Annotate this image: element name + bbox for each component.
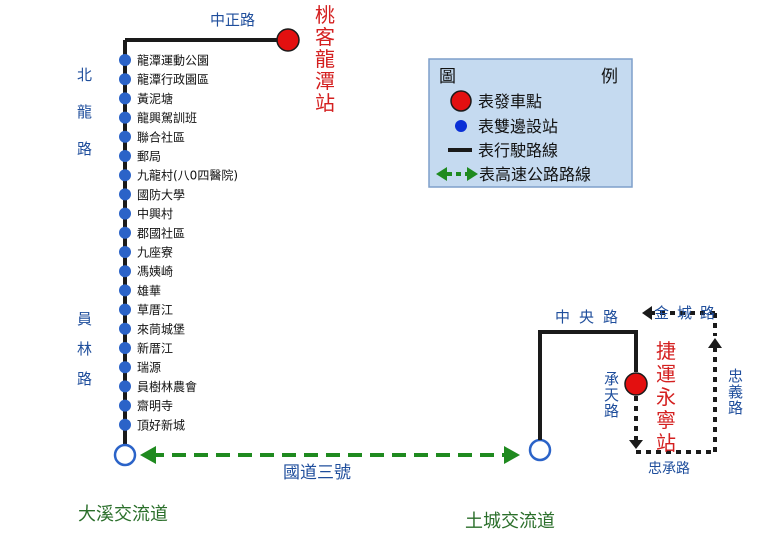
road-top-label: 中正路 [210,11,255,29]
stop-label: 郡國社區 [137,225,185,240]
interchange-right-label: 土城交流道 [465,511,555,532]
stop-marker [119,92,131,105]
stop-marker [119,73,131,86]
south-terminal-label: 捷運永寧站 [656,339,676,455]
stop-label: 瑞源 [137,361,161,375]
stop-label: 來茼城堡 [137,321,185,336]
highway-arrow-left-icon [140,446,156,464]
stop-label: 中興村 [137,206,173,221]
stop-marker [119,342,131,354]
right-route-solid [538,330,638,440]
road-jincheng-label: 金城路 [654,304,715,322]
stop-label: 齋明寺 [137,398,173,413]
stop-marker [119,111,131,124]
stop-marker [119,265,131,278]
stop-label: 龍潭行政園區 [137,72,209,87]
stop-label: 九龍村(八0四醫院) [137,168,238,183]
north-terminal-label: 桃客龍潭站 [315,3,335,115]
stop-marker [119,418,131,431]
stop-dots [119,54,131,431]
stop-label: 龍潭運動公園 [137,53,209,68]
south-terminal-marker [624,372,648,396]
legend: 圖 例 表發車點 表雙邊設站 表行駛路線 表高速公路路線 [428,58,633,188]
road-left-lower-label: 員林路 [77,310,92,388]
interchange-right-marker [528,438,552,462]
loop-arrow-left-icon [642,306,652,320]
road-zhongyang-label: 中央路 [555,308,618,326]
stop-marker [119,399,131,412]
stop-marker [119,54,131,66]
stop-label: 聯合社區 [137,129,185,144]
stop-marker [119,226,131,239]
stop-label: 黃泥塘 [137,91,173,106]
legend-stop-icon [455,120,467,132]
stop-label: 九座寮 [137,245,173,260]
legend-item-highway: 表高速公路路線 [479,165,591,184]
stop-marker [119,169,131,182]
stop-marker [119,150,131,162]
stop-label: 雄華 [137,283,161,298]
road-zhongcheng-label: 忠承路 [648,461,690,477]
stop-label: 頂好新城 [137,417,185,432]
stop-label: 郵局 [137,150,161,164]
stop-label: 員樹林農會 [137,380,197,394]
north-terminal-marker [276,28,300,52]
stop-marker [119,380,131,393]
stop-marker [119,322,131,335]
legend-terminal-icon [450,90,472,112]
stop-label: 龍興駕訓班 [137,110,197,125]
loop-arrow-down-icon [629,440,643,449]
stop-label: 草厝江 [137,303,173,317]
road-zhongyi-label: 忠義路 [728,367,743,417]
road-chengtian-label: 承天路 [604,370,619,420]
interchange-left-label: 大溪交流道 [78,504,168,525]
stop-label: 馮姨崎 [137,265,173,279]
legend-item-stop: 表雙邊設站 [478,117,558,136]
legend-item-route: 表行駛路線 [478,141,558,160]
highway-arrow-right-icon [504,446,520,464]
legend-title-right: 例 [601,67,618,87]
road-left-upper-label: 北龍路 [77,66,92,158]
loop-arrow-up-icon [708,338,722,348]
stop-marker [119,284,131,297]
stop-marker [119,361,131,374]
interchange-left-marker [113,443,137,467]
stop-marker [119,303,131,316]
legend-title-left: 圖 [439,67,456,87]
stop-label: 新厝江 [137,341,173,356]
stop-marker [119,130,131,143]
stop-label: 國防大學 [137,187,185,202]
stop-marker [119,207,131,220]
legend-highway-icon [436,167,478,181]
legend-item-terminal: 表發車點 [478,92,542,111]
highway-label: 國道三號 [283,463,351,483]
stop-marker [119,246,131,258]
stop-marker [119,188,131,201]
